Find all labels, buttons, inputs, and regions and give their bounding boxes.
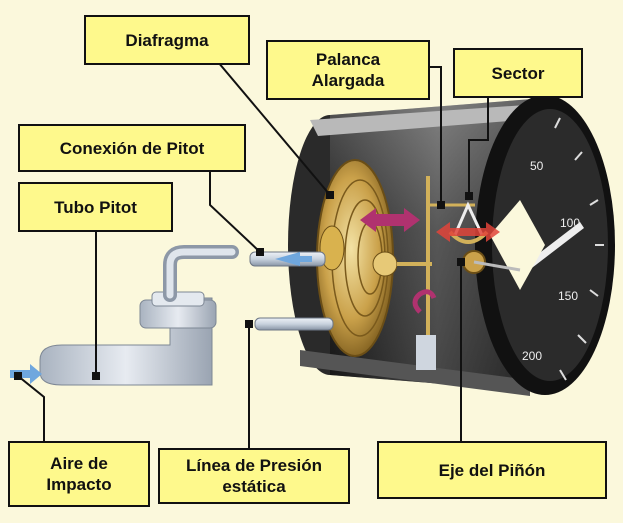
leader-lines <box>17 61 489 450</box>
dial-tick-marks <box>554 117 604 381</box>
sector-motion-arrow <box>436 222 500 242</box>
airspeed-dial: 50 100 150 200 <box>475 95 615 395</box>
cutaway-notch <box>490 200 545 290</box>
label-diafragma: Diafragma <box>84 15 250 65</box>
dial-label-50: 50 <box>530 159 544 173</box>
dial-label-150: 150 <box>558 289 578 303</box>
label-linea-presion-estatica: Línea de Presión estática <box>158 448 350 504</box>
impact-air-arrow <box>10 364 42 384</box>
rotation-arrow <box>412 289 437 314</box>
label-tubo-pitot: Tubo Pitot <box>18 182 173 232</box>
pitot-tube <box>39 245 239 386</box>
label-eje-pinon: Eje del Piñón <box>377 441 607 499</box>
pitot-connection-fitting <box>249 251 326 267</box>
static-line-fitting <box>254 317 334 331</box>
dial-label-200: 200 <box>522 349 542 363</box>
diaphragm-motion-arrow <box>360 208 420 232</box>
label-palanca-alargada: Palanca Alargada <box>266 40 430 100</box>
diaphragm <box>316 159 398 357</box>
label-aire-de-impacto: Aire de Impacto <box>8 441 150 507</box>
leader-endpoints <box>14 191 473 380</box>
label-sector: Sector <box>453 48 583 98</box>
label-conexion-pitot: Conexión de Pitot <box>18 124 246 172</box>
